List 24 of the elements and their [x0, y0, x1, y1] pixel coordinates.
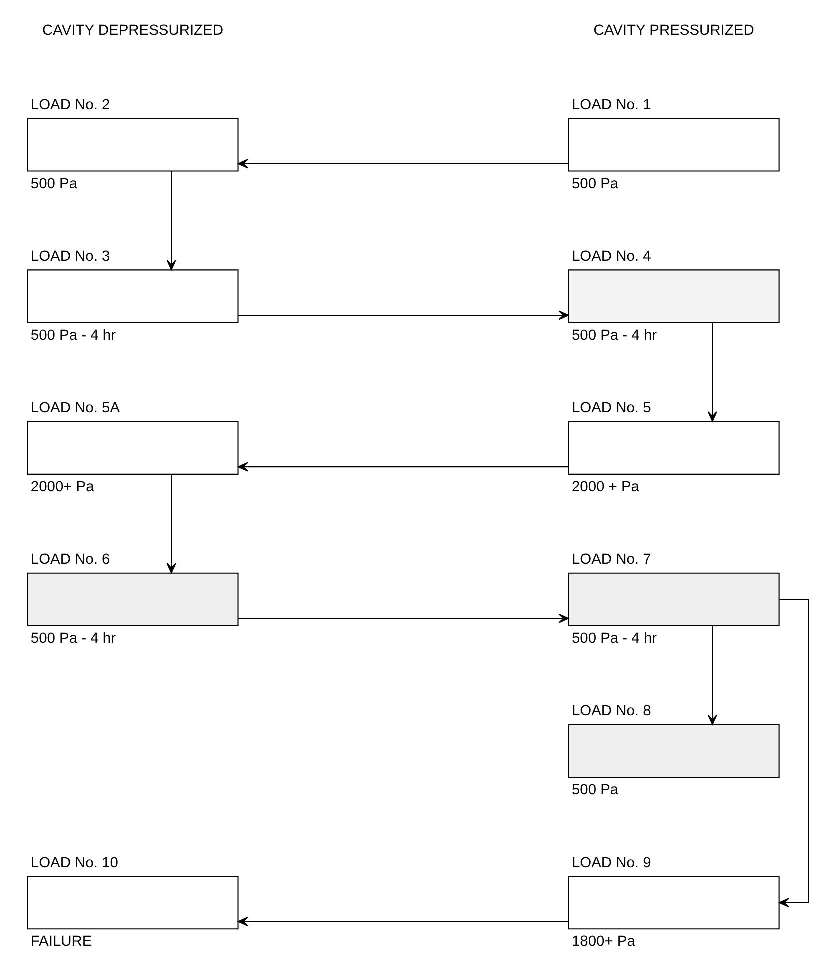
- node-label: LOAD No. 6: [30, 552, 110, 568]
- node-label: LOAD No. 8: [571, 704, 651, 720]
- node-label: LOAD No. 2: [30, 97, 110, 114]
- node-label: LOAD No. 4: [571, 248, 651, 265]
- node-label: LOAD No. 1: [571, 97, 651, 114]
- node-label: 2000 + Pa: [571, 479, 639, 496]
- node-label: LOAD No. 10: [30, 855, 118, 872]
- node-label: 1800+ Pa: [571, 934, 635, 950]
- node-label: 500 Pa - 4 hr: [571, 631, 657, 648]
- node-label: LOAD No. 9: [571, 855, 651, 872]
- node-label: FAILURE: [30, 934, 92, 950]
- label: CAVITY DEPRESSURIZED: [42, 23, 224, 40]
- node-label: 500 Pa: [30, 176, 78, 192]
- node-label: 500 Pa - 4 hr: [571, 328, 657, 344]
- node-label: LOAD No. 5A: [30, 400, 120, 417]
- node-label: 500 Pa: [571, 176, 618, 192]
- node-label: LOAD No. 5: [571, 400, 651, 417]
- node-label: 500 Pa: [571, 782, 618, 799]
- node-label: LOAD No. 7: [571, 552, 651, 568]
- node-label: 500 Pa - 4 hr: [30, 631, 116, 648]
- label: CAVITY PRESSURIZED: [593, 23, 754, 40]
- node-label: LOAD No. 3: [30, 248, 110, 265]
- node-label: 500 Pa - 4 hr: [30, 328, 116, 344]
- node-label: 2000+ Pa: [30, 479, 94, 496]
